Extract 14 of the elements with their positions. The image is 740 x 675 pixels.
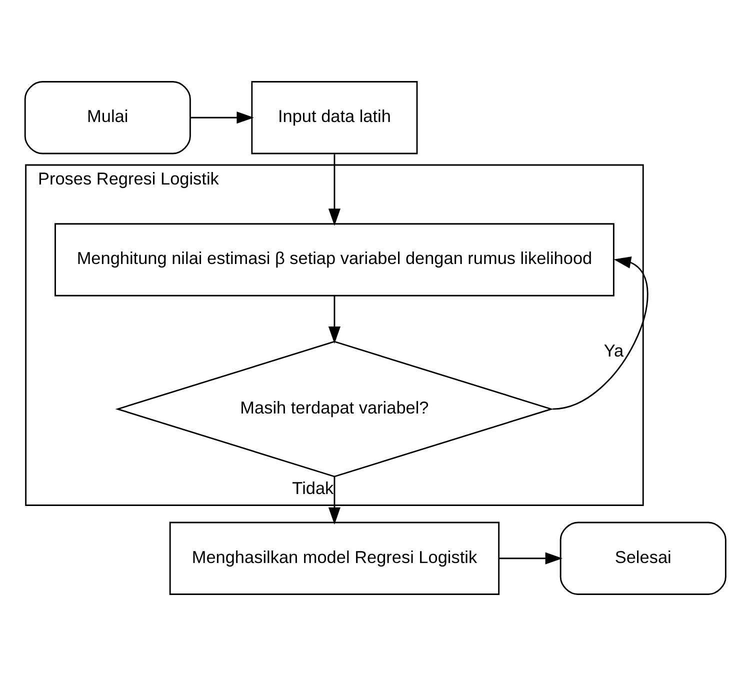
node-box: Mulai <box>24 80 191 154</box>
arrow <box>328 154 340 226</box>
arrow <box>328 476 340 524</box>
node-box: Menghasilkan model Regresi Logistik <box>169 521 500 594</box>
arrow <box>328 295 340 344</box>
node-diamond: Masih terdapat variabel? <box>115 340 554 477</box>
edge-label: Ya <box>604 340 624 360</box>
node-box: Menghitung nilai estimasi β setiap variabel dengan rumus likelihood <box>54 222 614 296</box>
edge-label: Tidak <box>292 478 334 498</box>
arrow <box>552 256 648 410</box>
node-box: Selesai <box>560 521 726 594</box>
arrow <box>499 552 563 564</box>
arrow <box>190 111 254 124</box>
node-box: Input data latih <box>251 80 418 154</box>
